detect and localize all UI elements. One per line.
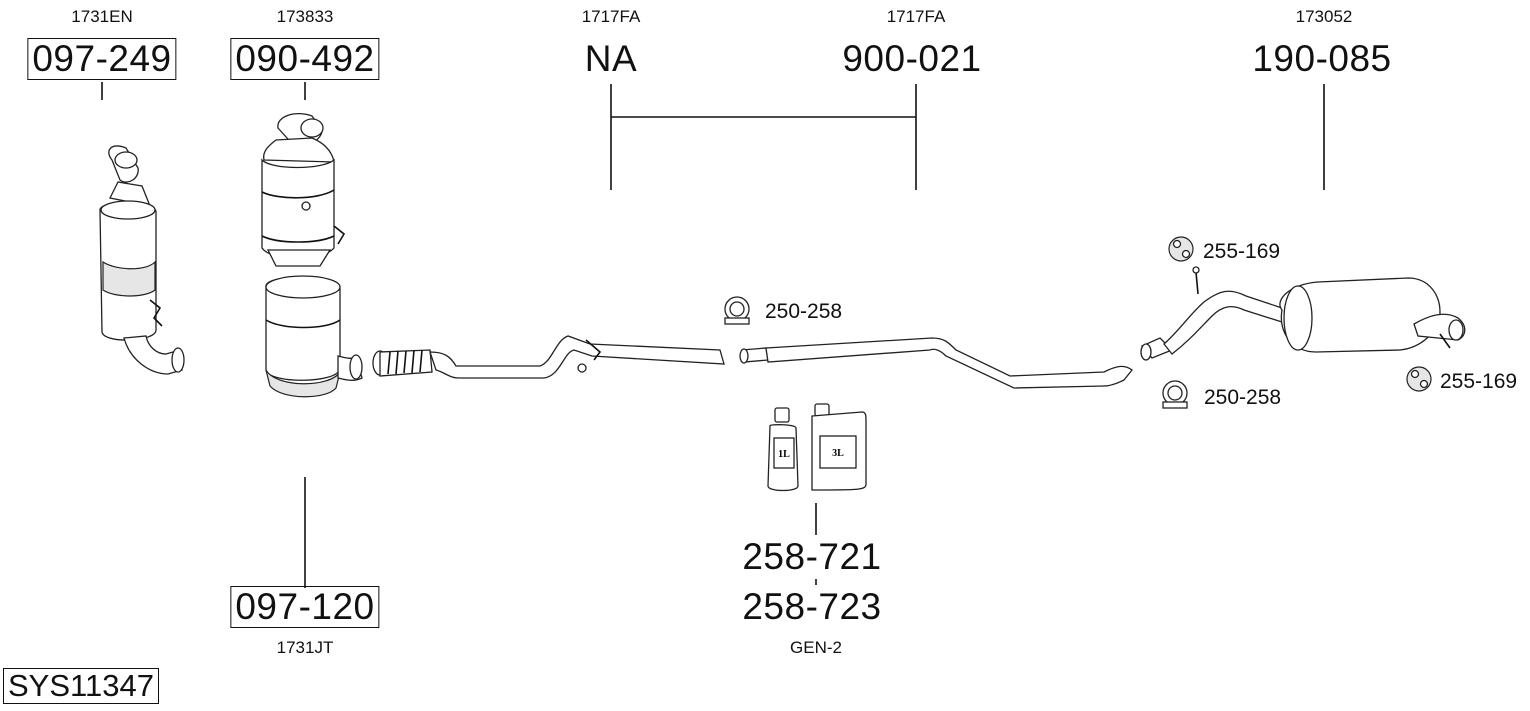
hanger-right-label[interactable]: 255-169 <box>1440 370 1518 393</box>
ref-173052: 173052 <box>1295 7 1353 26</box>
container-3l-label: 3L <box>832 448 844 459</box>
hanger-top-label[interactable]: 255-169 <box>1203 240 1281 263</box>
middle-pipe-drawing <box>739 337 1133 389</box>
ref-1731jt: 1731JT <box>276 638 334 657</box>
dpf-090-492-drawing <box>261 113 346 267</box>
rear-silencer-190-085-drawing <box>1140 266 1466 361</box>
part-number-190-085[interactable]: 190-085 <box>1252 38 1392 79</box>
system-code: SYS11347 <box>3 668 159 704</box>
clamp-rear-icon <box>1162 380 1188 409</box>
clamp-front-label[interactable]: 250-258 <box>765 300 843 323</box>
hanger-top-icon <box>1168 236 1194 262</box>
part-number-900-021[interactable]: 900-021 <box>842 38 982 79</box>
part-number-na: NA <box>584 38 638 79</box>
dpf-097-120-drawing <box>265 275 363 398</box>
ref-1717fa-na: 1717FA <box>581 7 641 26</box>
front-pipe-drawing <box>372 335 725 379</box>
clamp-front-icon <box>724 296 750 325</box>
ref-1731en: 1731EN <box>71 7 133 26</box>
hanger-right-icon <box>1406 366 1432 392</box>
part-number-258-723[interactable]: 258-723 <box>742 586 882 627</box>
ref-1717fa-900: 1717FA <box>886 7 946 26</box>
part-number-090-492[interactable]: 090-492 <box>230 38 380 80</box>
part-number-258-721[interactable]: 258-721 <box>742 536 882 577</box>
part-number-097-249[interactable]: 097-249 <box>27 38 177 80</box>
ref-173833: 173833 <box>276 7 334 26</box>
container-3l-icon <box>811 403 867 491</box>
catalyst-097-249-drawing <box>99 145 185 375</box>
clamp-rear-label[interactable]: 250-258 <box>1204 386 1282 409</box>
ref-gen-2: GEN-2 <box>790 638 842 657</box>
part-number-097-120[interactable]: 097-120 <box>230 586 380 628</box>
container-1l-icon <box>767 407 799 492</box>
container-1l-label: 1L <box>778 449 790 460</box>
